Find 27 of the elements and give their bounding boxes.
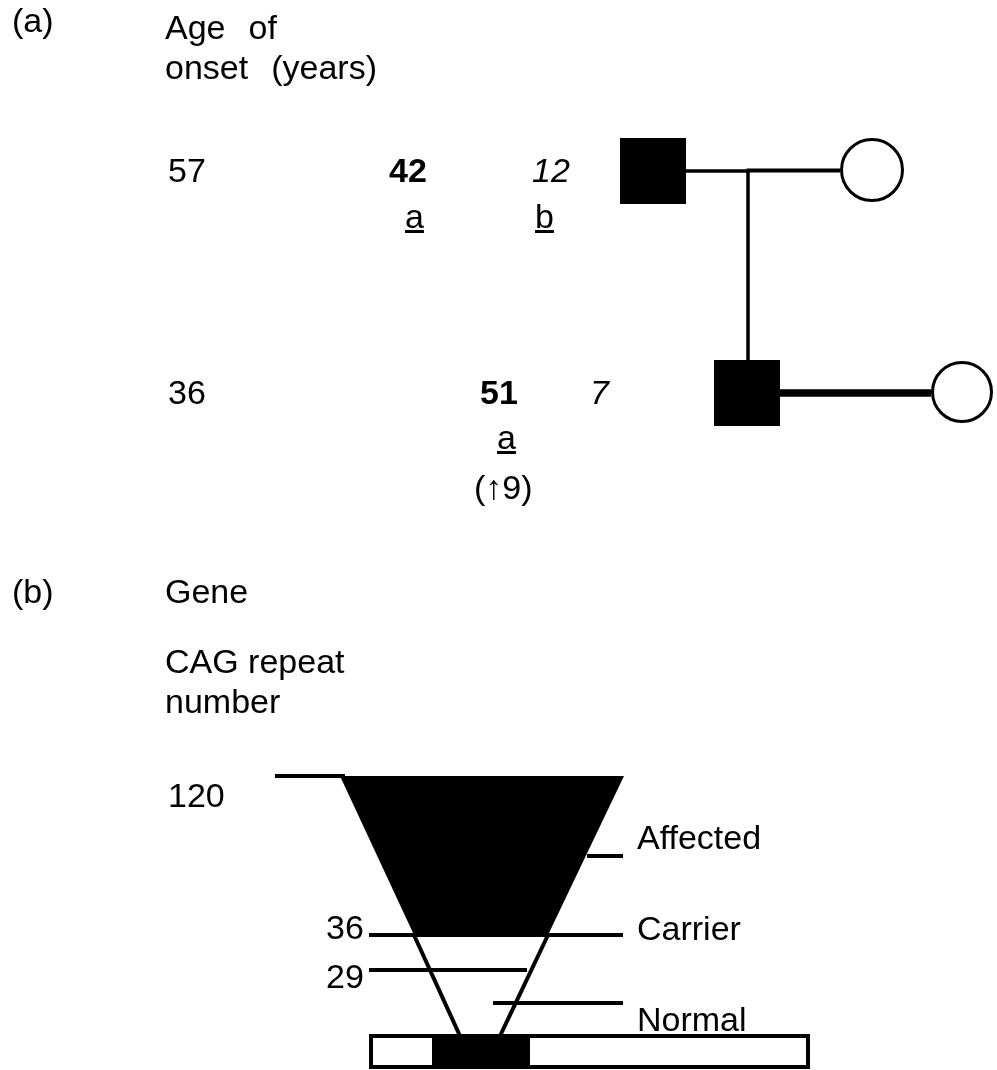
allele-letter: a (497, 417, 516, 457)
repeat-number: 29 (326, 956, 364, 996)
age-value: 42 (389, 150, 427, 190)
repeat-number: 120 (168, 775, 225, 815)
unaffected-female-circle (840, 138, 904, 202)
unaffected-female-circle (931, 361, 993, 423)
age-value: 57 (168, 150, 206, 190)
affected-male-square (620, 138, 686, 204)
panel-letter: (b) (12, 571, 54, 611)
age-value: 51 (480, 372, 518, 412)
age-value: 12 (532, 150, 570, 190)
allele-letter: b (535, 196, 554, 236)
age-value: 36 (168, 372, 206, 412)
column-heading: Age of onset (years) (165, 7, 378, 87)
repeat-number: 36 (326, 907, 364, 947)
axis-heading: CAG repeat number (165, 641, 346, 721)
range-label: Affected (637, 817, 762, 857)
section-heading: Gene (165, 571, 249, 611)
allele-letter: a (405, 196, 424, 236)
range-label: Normal (637, 999, 747, 1039)
descent-line (746, 168, 840, 360)
affected-male-square (714, 360, 780, 426)
panel-letter: (a) (12, 0, 54, 40)
age-value: 7 (590, 372, 609, 412)
repeat-change: (↑9) (474, 467, 533, 507)
range-label: Carrier (637, 908, 741, 948)
mating-line (780, 389, 931, 397)
